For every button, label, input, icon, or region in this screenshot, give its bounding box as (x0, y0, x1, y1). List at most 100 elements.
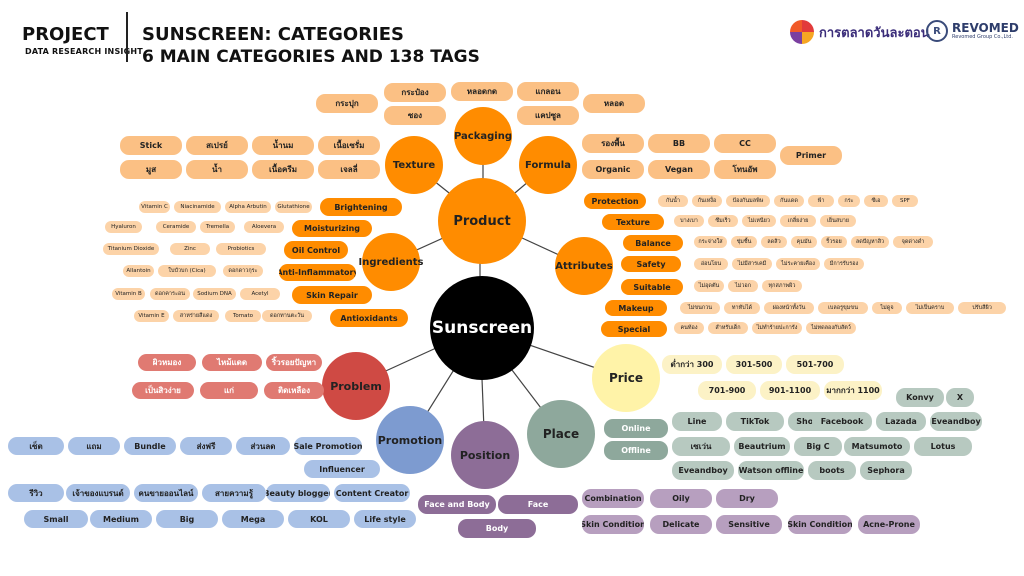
node-problem: Problem (322, 352, 390, 420)
tag-attr_balance-3: คุมมัน (791, 236, 817, 248)
logo-talad-icon (790, 20, 814, 44)
tag-packaging-3: หลอด (583, 94, 645, 113)
tag-formula-2: CC (714, 134, 776, 153)
tag-place_online-3: Facebook (812, 412, 872, 431)
tag-problem-4: แก่ (200, 382, 258, 399)
page-subtitle: 6 MAIN CATEGORIES AND 138 TAGS (142, 47, 480, 67)
tag-attr_texture-0: บางเบา (674, 215, 704, 227)
tag-texture-3: เนื้อเซรั่ม (318, 136, 380, 155)
tag-texture-1: สเปรย์ (186, 136, 248, 155)
tag-attr_protection-4: ฟ้า (808, 195, 834, 207)
tag-attr_protection-1: กันเหงื่อ (692, 195, 722, 207)
tag-promotion-0: เซ็ต (8, 437, 64, 455)
tag-attr_special-3: ไม่ทดลองกับสัตว์ (806, 322, 856, 334)
tag-formula-6: โทนอัพ (714, 160, 776, 179)
tag-ingredients_benefit-3: Anti-Inflammatory (279, 264, 356, 281)
tag-attr_protection-7: SPF (892, 195, 918, 207)
tag-texture-6: เนื้อครีม (252, 160, 314, 179)
tag-packaging-1: หลอดกด (451, 82, 513, 101)
tag-ingredients_small-1: Niacinamide (174, 201, 221, 213)
tag-attr_special-0: คนท้อง (674, 322, 704, 334)
logo-revomed: R REVOMED Revomed Group Co.,Ltd. (926, 20, 1019, 42)
tag-position_skin-0: Combination (582, 489, 644, 508)
tag-attr_balance-5: ลดปัญหาสิว (851, 236, 889, 248)
tag-position_skin-6: Skin Condition (788, 515, 852, 534)
node-sunscreen: Sunscreen (430, 276, 534, 380)
tag-attr_balance-0: กระจ่างใส (694, 236, 727, 248)
tag-attr_balance-4: ริ้วรอย (821, 236, 847, 248)
tag-ingredients_small-7: Aloevera (244, 221, 284, 233)
tag-ingredients_small-18: Vitamin E (134, 310, 169, 322)
tag-packaging-5: ซอง (384, 106, 446, 125)
tag-promotion-11: Beauty blogger (266, 484, 330, 502)
node-price: Price (592, 344, 660, 412)
tag-attr_makeup-1: ทาทับได้ (724, 302, 760, 314)
tag-texture-7: เจลลี่ (318, 160, 380, 179)
tag-attr_makeup-6: ปรับสีผิว (958, 302, 1006, 314)
tag-place_offline-3: Matsumoto (844, 437, 910, 456)
tag-ingredients_benefit-5: Antioxidants (330, 309, 408, 327)
tag-promotion-6: Influencer (304, 460, 380, 478)
tag-problem-0: ผิวหมอง (138, 354, 196, 371)
tag-formula-3: Primer (780, 146, 842, 165)
tag-attributes-4: Suitable (621, 279, 683, 295)
tag-place_online-4: Lazada (876, 412, 926, 431)
tag-ingredients_small-6: Tremella (200, 221, 235, 233)
tag-attr_safety-3: มีการรับรอง (824, 258, 864, 270)
tag-ingredients_small-8: Titanium Dioxide (103, 243, 159, 255)
node-formula: Formula (519, 136, 577, 194)
tag-attr_suitable-0: ไม่อุดตัน (694, 280, 724, 292)
project-subtitle: DATA RESEARCH INSIGHT (25, 47, 143, 56)
tag-attr_makeup-2: ผ่องหน้าทั้งวัน (764, 302, 814, 314)
tag-ingredients_small-10: Probiotics (216, 243, 266, 255)
tag-position-2: Body (458, 519, 536, 538)
tag-position_skin-5: Sensitive (716, 515, 782, 534)
tag-place-1: Offline (604, 441, 668, 460)
tag-place-0: Online (604, 419, 668, 438)
tag-place_offline-5: Eveandboy (672, 461, 734, 480)
tag-formula-4: Organic (582, 160, 644, 179)
tag-formula-1: BB (648, 134, 710, 153)
tag-price-3: 701-900 (698, 381, 756, 400)
tag-attr_special-2: ไม่ทำร้ายปะการัง (752, 322, 802, 334)
tag-attr_suitable-1: ไม่วอก (728, 280, 758, 292)
page-title: SUNSCREEN: CATEGORIES (142, 24, 405, 45)
tag-position_skin-4: Delicate (650, 515, 712, 534)
tag-attributes-5: Makeup (605, 300, 667, 316)
tag-ingredients_benefit-4: Skin Repair (292, 286, 372, 304)
tag-position_skin-7: Acne-Prone (858, 515, 920, 534)
tag-formula-5: Vegan (648, 160, 710, 179)
tag-attr_texture-2: ไม่เหนียว (742, 215, 776, 227)
tag-ingredients_small-16: Sodium DNA (193, 288, 236, 300)
tag-packaging-4: กระปุก (316, 94, 378, 113)
tag-promotion-12: Content Creator (334, 484, 410, 502)
logo-revomed-subtext: Revomed Group Co.,Ltd. (952, 34, 1014, 40)
tag-promotion-1: แถม (68, 437, 120, 455)
tag-attr_makeup-4: ไม่ดูจ (872, 302, 902, 314)
tag-ingredients_small-12: ใบบัวบก (Cica) (158, 265, 216, 277)
tag-position-1: Face (498, 495, 578, 514)
tag-promotion-2: Bundle (124, 437, 176, 455)
tag-price-4: 901-1100 (760, 381, 820, 400)
tag-attr_special-1: สำหรับเด็ก (708, 322, 748, 334)
tag-attr_safety-2: ไม่ระคายเคือง (776, 258, 820, 270)
tag-place_offline-4: Lotus (914, 437, 972, 456)
tag-attributes-2: Balance (623, 235, 683, 251)
tag-place_online-7: X (946, 388, 974, 407)
tag-attr_balance-6: จุดด่างดำ (893, 236, 933, 248)
tag-attr_balance-2: ลดสิว (761, 236, 787, 248)
tag-ingredients_small-4: Hyaluron (105, 221, 142, 233)
tag-position_skin-2: Dry (716, 489, 778, 508)
tag-ingredients_small-5: Ceramide (156, 221, 196, 233)
tag-packaging-6: แคปซูล (517, 106, 579, 125)
tag-place_online-5: Eveandboy (930, 412, 982, 431)
tag-promotion-13: Small (24, 510, 88, 528)
tag-position_skin-1: Oily (650, 489, 712, 508)
tag-ingredients_small-14: Vitamin B (112, 288, 145, 300)
tag-problem-2: ริ้วรอยปัญหา (266, 354, 322, 371)
tag-problem-1: ไหม้แดด (202, 354, 262, 371)
tag-texture-0: Stick (120, 136, 182, 155)
tag-promotion-18: Life style (354, 510, 416, 528)
tag-attr_makeup-0: ไม่ขนกวน (680, 302, 720, 314)
tag-packaging-0: กระป๋อง (384, 83, 446, 102)
